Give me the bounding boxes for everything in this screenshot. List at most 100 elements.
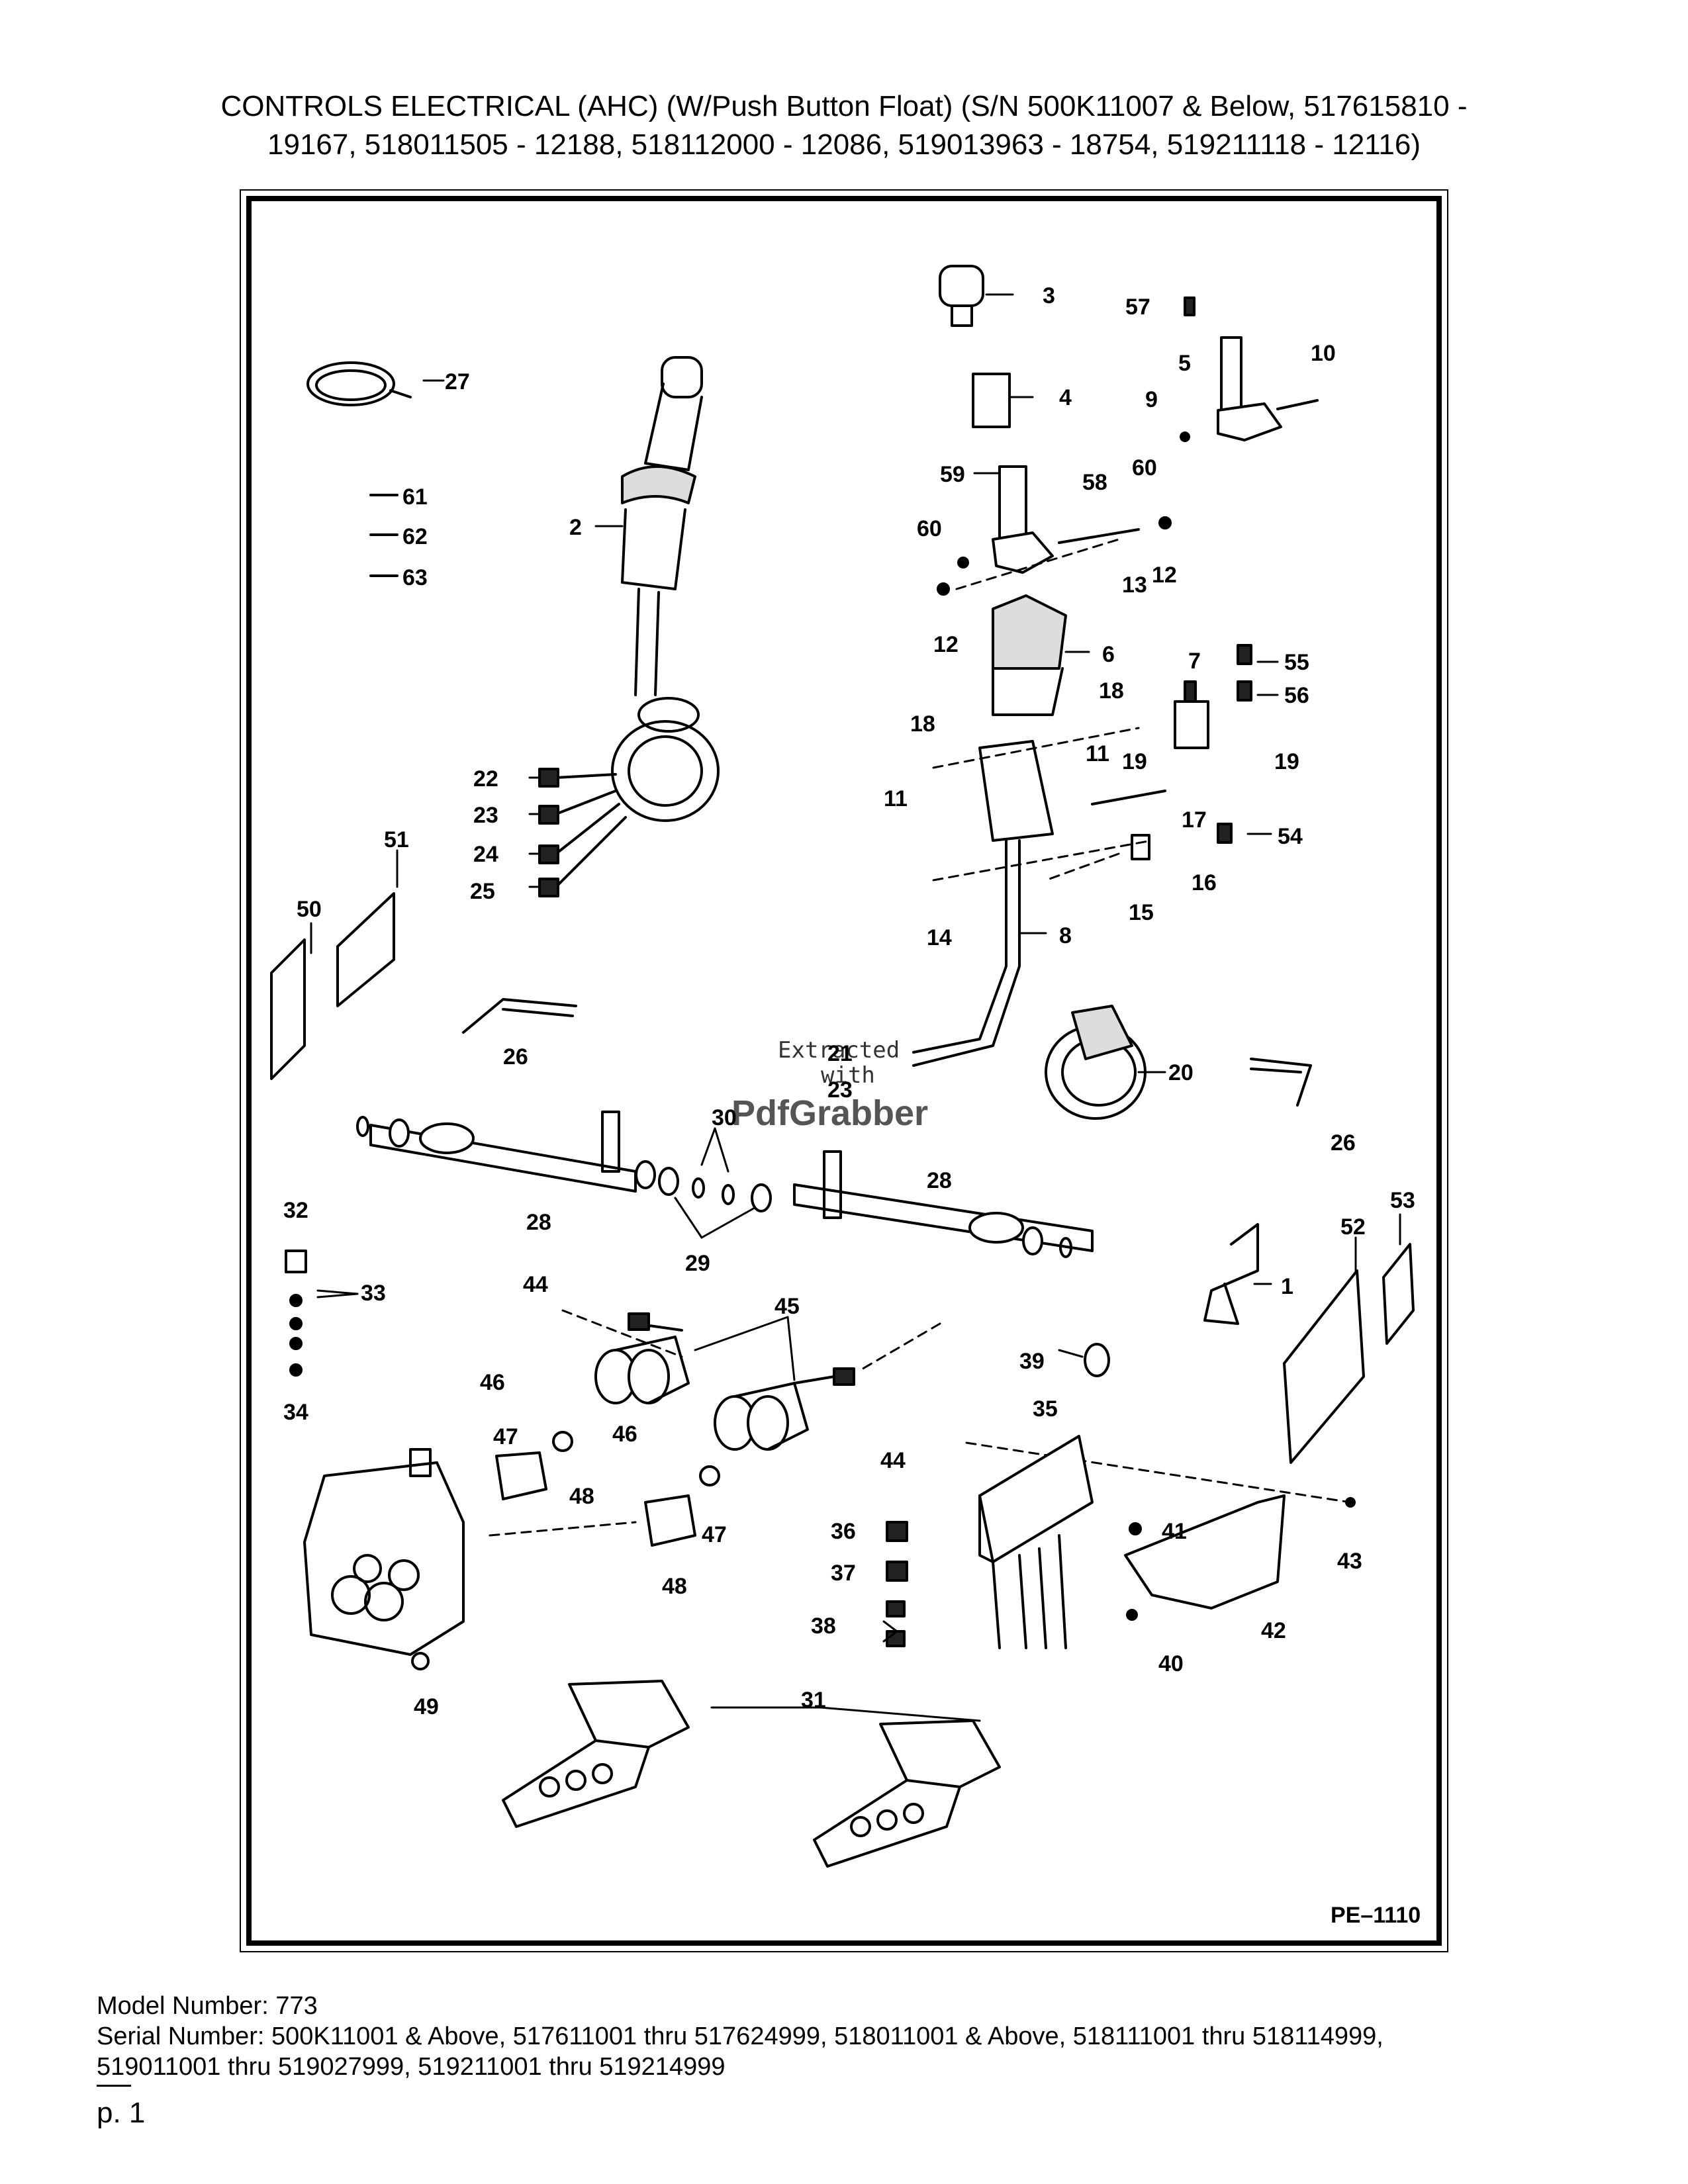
callout-18b: 18	[910, 711, 935, 737]
callout-29: 29	[685, 1251, 710, 1276]
callout-8: 8	[1059, 923, 1072, 948]
callout-19b: 19	[1274, 749, 1299, 774]
callout-17: 17	[1182, 807, 1207, 833]
callout-35: 35	[1033, 1396, 1058, 1422]
figure-code: PE–1110	[1331, 1903, 1421, 1928]
callout-13: 13	[1122, 572, 1147, 598]
footer-rule	[97, 2085, 131, 2087]
callout-12b: 12	[933, 632, 959, 657]
title-line-1: CONTROLS ELECTRICAL (AHC) (W/Push Button…	[220, 90, 1468, 122]
callout-41: 41	[1162, 1519, 1187, 1544]
callout-42: 42	[1261, 1618, 1286, 1643]
callout-16: 16	[1192, 870, 1217, 895]
callout-45: 45	[774, 1294, 800, 1319]
callout-21: 21	[827, 1041, 853, 1066]
callout-26a: 26	[503, 1044, 528, 1069]
watermark-line-2: with	[821, 1062, 875, 1089]
callout-22: 22	[473, 766, 498, 792]
title-line-2: 19167, 518011505 - 12188, 518112000 - 12…	[267, 128, 1421, 161]
part-27-wire-harness-coil	[306, 361, 412, 406]
callout-23b: 23	[827, 1077, 853, 1103]
part-2-left-joystick	[538, 356, 720, 897]
callout-1: 1	[1281, 1274, 1293, 1299]
callout-27: 27	[445, 369, 470, 394]
callout-15: 15	[1129, 900, 1154, 925]
part-8-lever-arm	[912, 740, 1054, 1067]
callout-28b: 28	[927, 1168, 952, 1193]
part-49-valve-body	[303, 1448, 465, 1670]
callout-44b: 44	[880, 1448, 906, 1473]
serial-number-line-1: Serial Number: 500K11001 & Above, 517611…	[97, 2023, 1383, 2050]
part-20-boot	[1045, 1005, 1147, 1120]
callout-46b: 46	[612, 1422, 637, 1447]
callout-32: 32	[283, 1198, 308, 1223]
watermark-brand: PdfGrabber	[731, 1093, 928, 1133]
callout-57: 57	[1125, 295, 1150, 320]
callout-59: 59	[940, 462, 965, 487]
serial-number-line-2: 519011001 thru 519027999, 519211001 thru…	[97, 2053, 726, 2081]
callout-55: 55	[1284, 650, 1309, 675]
callout-38: 38	[811, 1614, 836, 1639]
pdfgrabber-watermark: Extracted with PdfGrabber	[731, 1037, 928, 1133]
callout-3: 3	[1043, 283, 1055, 308]
callout-23a: 23	[473, 803, 498, 828]
callout-39: 39	[1019, 1349, 1045, 1374]
callout-44a: 44	[523, 1272, 548, 1297]
part-3-4-handle-top	[939, 265, 1011, 428]
callout-49: 49	[414, 1694, 439, 1719]
callout-36: 36	[831, 1519, 856, 1544]
watermark-line-1: Extracted	[778, 1037, 900, 1064]
callout-60b: 60	[917, 516, 942, 541]
callout-12a: 12	[1152, 563, 1177, 588]
callout-56: 56	[1284, 683, 1309, 708]
callout-58: 58	[1082, 470, 1107, 495]
part-28-shafts	[369, 1111, 1094, 1252]
callout-48b: 48	[662, 1574, 687, 1599]
callout-48a: 48	[569, 1484, 594, 1509]
page-title: CONTROLS ELECTRICAL (AHC) (W/Push Button…	[79, 87, 1609, 164]
callout-4: 4	[1059, 385, 1072, 410]
part-50-51-decals	[270, 892, 395, 1080]
callout-19a: 19	[1122, 749, 1147, 774]
callout-11b: 11	[1086, 741, 1109, 766]
diagram-frame	[246, 196, 1442, 1946]
callout-47b: 47	[702, 1522, 727, 1547]
part-45-solenoid-coils	[594, 1312, 855, 1451]
part-31-shields	[502, 1680, 1001, 1868]
callout-20: 20	[1168, 1060, 1194, 1085]
callout-51: 51	[384, 827, 409, 852]
callout-40: 40	[1158, 1651, 1184, 1676]
callout-31: 31	[801, 1688, 826, 1713]
callout-2: 2	[569, 515, 582, 540]
part-29-30-bushings	[356, 1116, 1072, 1258]
callout-54: 54	[1278, 824, 1303, 849]
callout-63: 63	[402, 565, 428, 590]
callout-60a: 60	[1132, 455, 1157, 480]
callout-6: 6	[1102, 642, 1115, 667]
part-35-controller-module	[978, 1435, 1094, 1649]
callout-47a: 47	[493, 1424, 518, 1449]
callout-10: 10	[1311, 341, 1336, 366]
callout-24: 24	[473, 842, 498, 867]
page-number: p. 1	[97, 2097, 146, 2129]
callout-52: 52	[1340, 1214, 1366, 1240]
callout-46a: 46	[480, 1370, 505, 1395]
callout-34: 34	[283, 1400, 308, 1425]
part-59-shaft-assembly	[937, 465, 1172, 596]
callout-61: 61	[402, 484, 428, 510]
callout-33: 33	[361, 1281, 386, 1306]
callout-numbers: 1 2 3 4 5 6 7 8 9 10 11 11 12 12 13 14 1…	[283, 283, 1415, 1719]
diagram-outer-border	[240, 189, 1448, 1952]
callout-9: 9	[1145, 387, 1158, 412]
part-5-handle	[1180, 296, 1319, 442]
callout-37: 37	[831, 1561, 856, 1586]
callout-14: 14	[927, 925, 952, 950]
callout-26b: 26	[1331, 1130, 1356, 1156]
callout-30: 30	[712, 1105, 737, 1130]
callout-11a: 11	[884, 786, 908, 811]
model-number: Model Number: 773	[97, 1992, 318, 2020]
callout-62: 62	[402, 524, 428, 549]
callout-25: 25	[470, 879, 495, 904]
callout-18a: 18	[1099, 678, 1124, 704]
